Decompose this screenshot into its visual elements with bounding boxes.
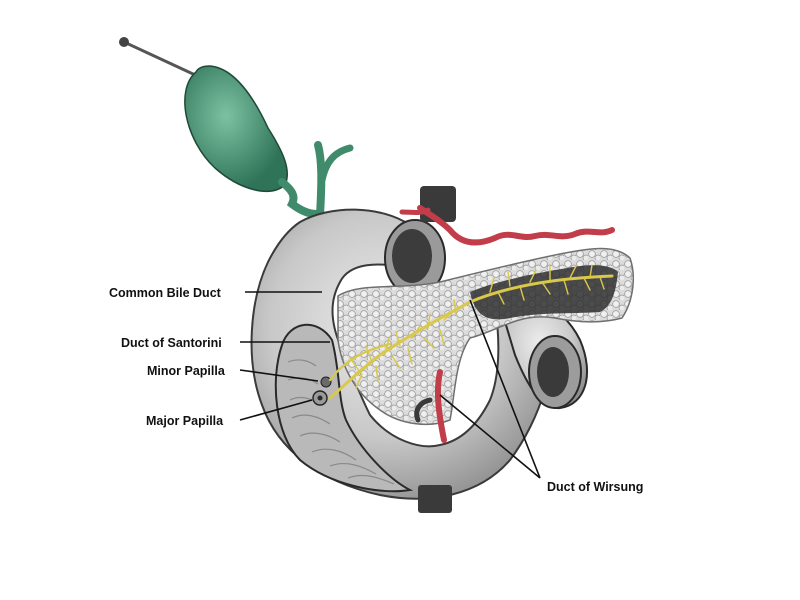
superior-mesenteric-artery: [434, 369, 447, 443]
label-major-papilla: Major Papilla: [146, 414, 224, 428]
leader-minor-papilla: [239, 369, 319, 382]
splenic-artery: [417, 205, 615, 246]
label-duct-of-wirsung: Duct of Wirsung: [547, 480, 643, 494]
label-minor-papilla: Minor Papilla: [147, 364, 226, 378]
jejunum: [498, 297, 589, 410]
gallbladder: [184, 65, 289, 192]
leader-wirsung-1: [469, 299, 541, 479]
duodenum-cut-end: [384, 219, 446, 297]
pin: [119, 37, 207, 82]
mucosal-folds: [287, 359, 395, 485]
label-duct-of-santorini: Duct of Santorini: [121, 336, 222, 350]
duct-of-wirsung-main: [328, 274, 614, 400]
vessel-stub-bottom: [418, 485, 452, 513]
minor-papilla-mark: [320, 376, 332, 388]
duodenum-opened-window: [274, 323, 414, 493]
pancreatic-ducts: [328, 264, 614, 400]
leader-major-papilla: [239, 399, 313, 421]
duct-of-santorini-path: [328, 342, 392, 382]
leader-lines: [239, 291, 541, 479]
leader-wirsung-2: [439, 394, 541, 479]
vessels: [399, 186, 615, 513]
label-common-bile-duct: Common Bile Duct: [109, 286, 222, 300]
